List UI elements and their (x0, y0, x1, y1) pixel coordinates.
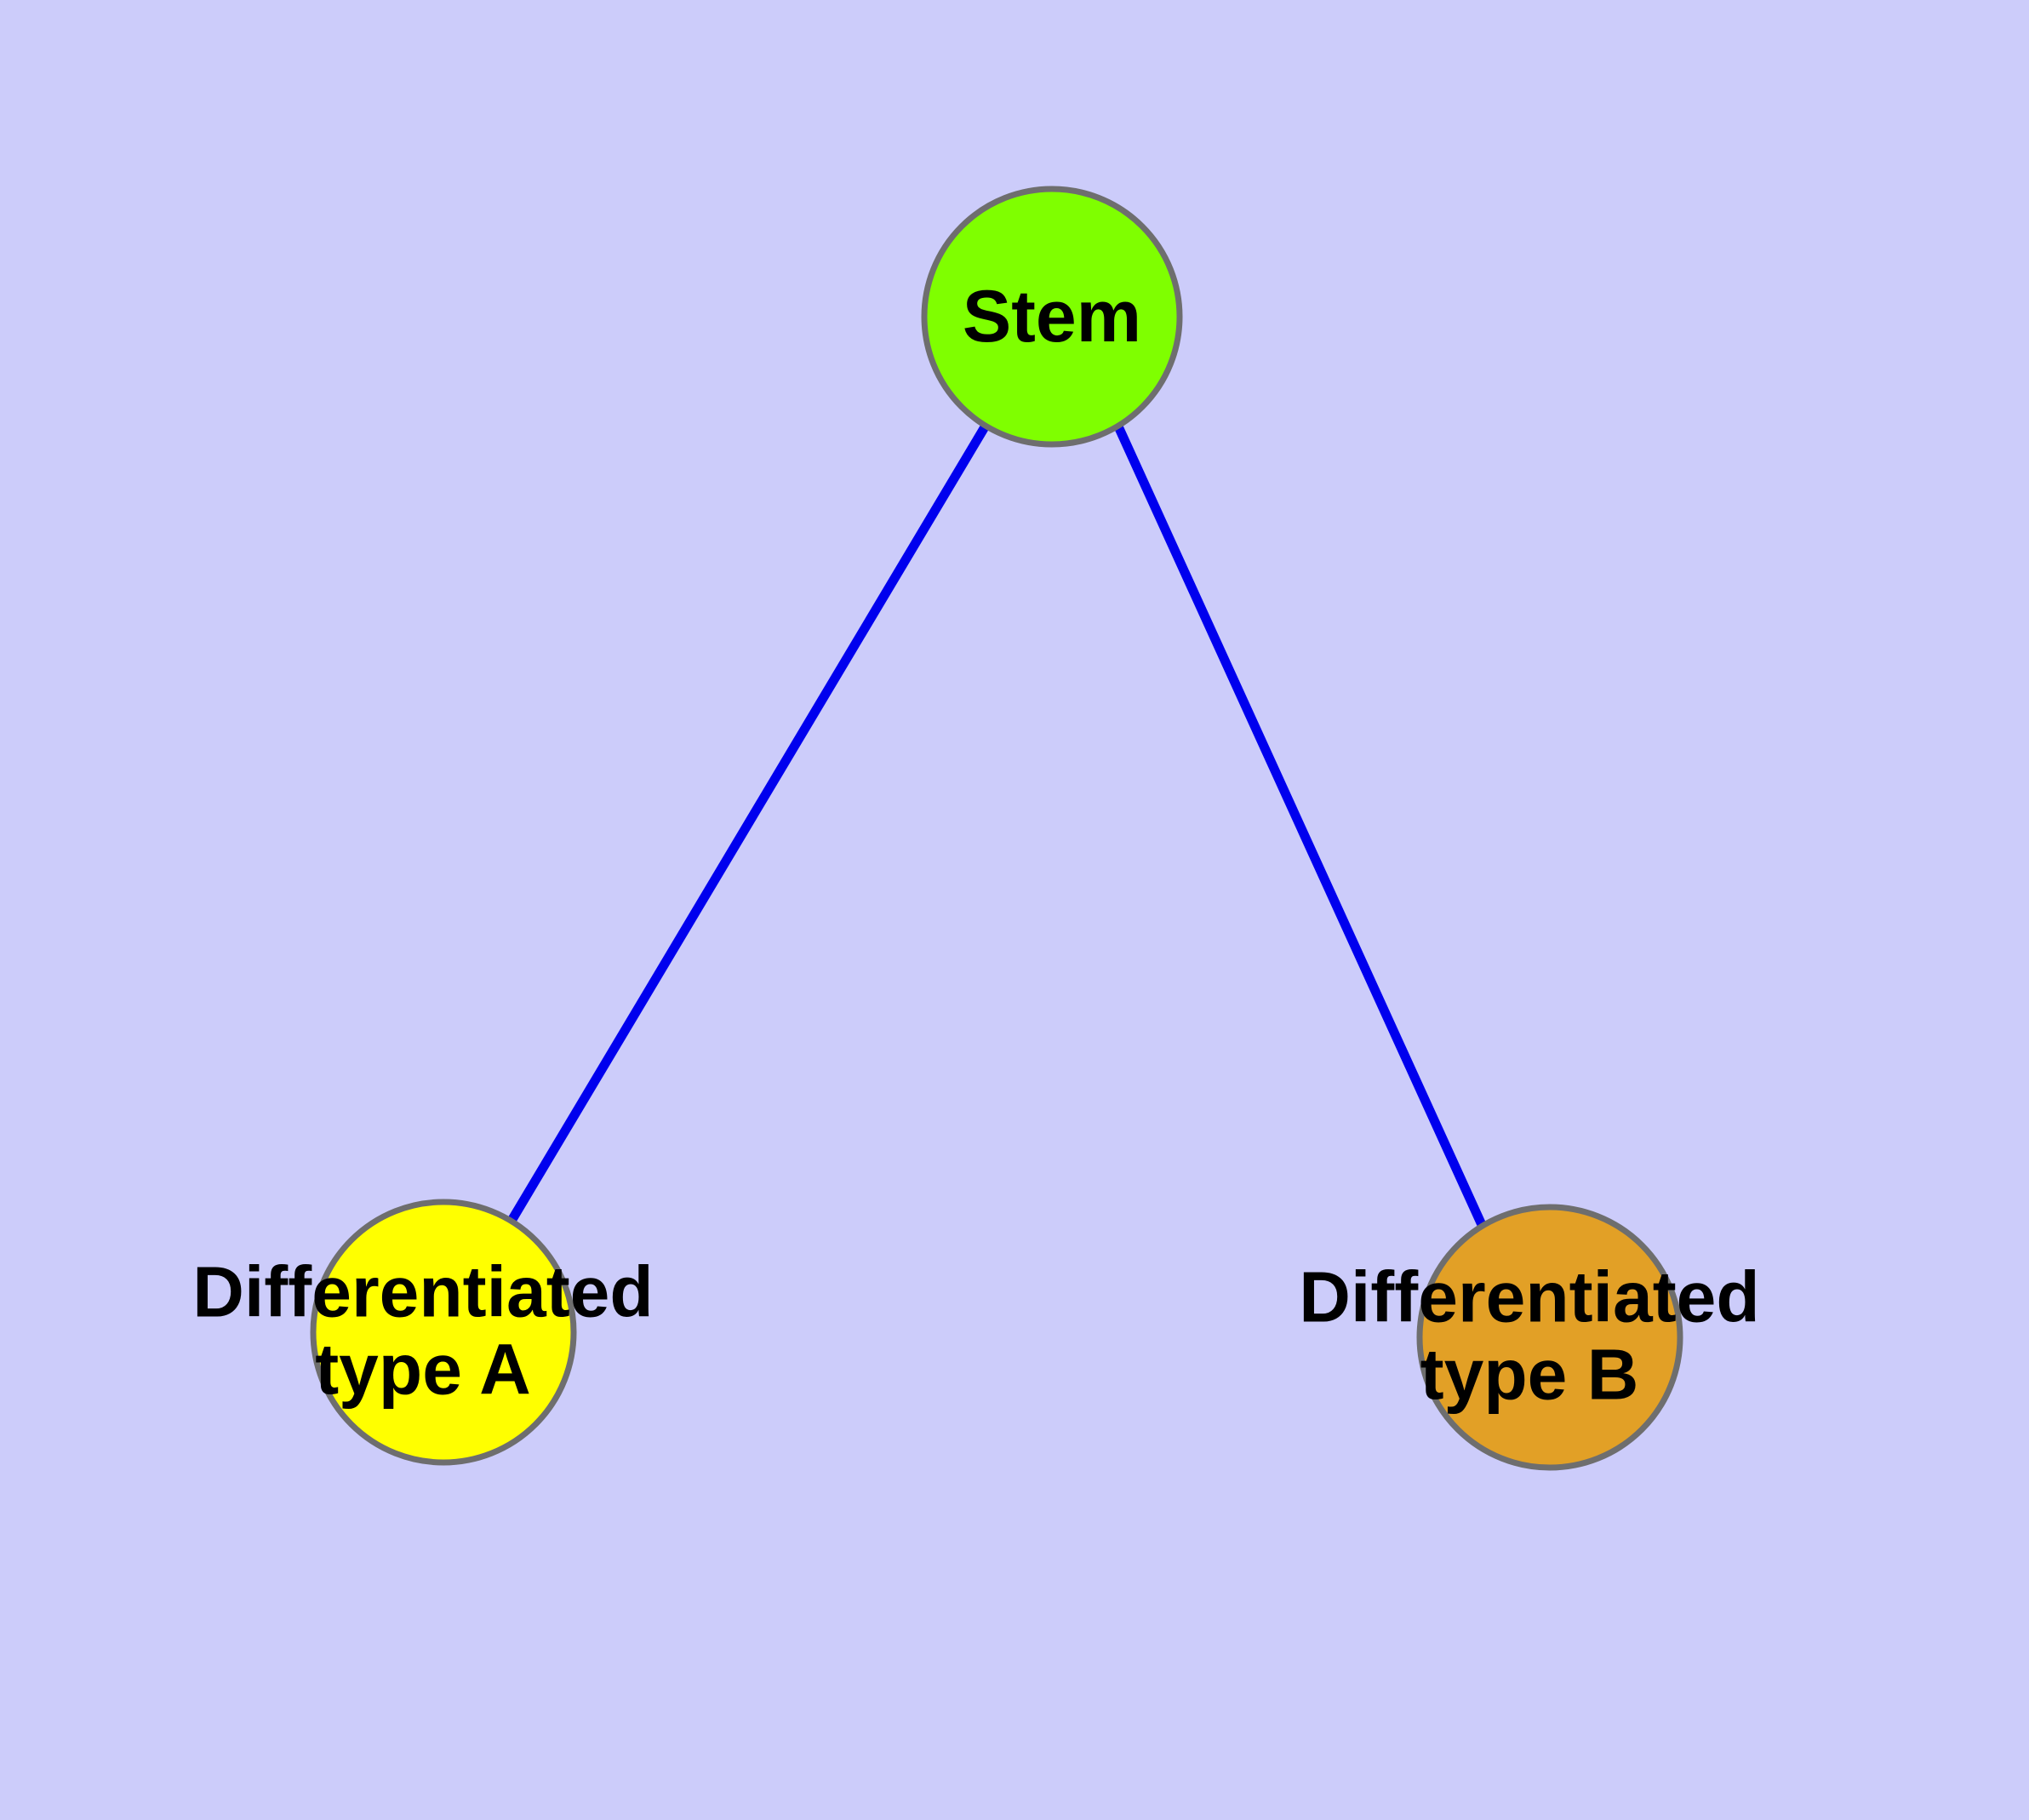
node-label-stem: Stem (963, 276, 1141, 358)
graph-node-stem[interactable] (921, 186, 1183, 448)
graph-node-diff-a[interactable] (310, 1199, 577, 1466)
graph-edge-stem-to-diff-b[interactable] (1113, 424, 1488, 1229)
graph-edge-stem-to-diff-a[interactable] (507, 423, 990, 1223)
node-label-line: Differentiated (1299, 1257, 1759, 1337)
node-label-line: Differentiated (192, 1252, 653, 1332)
node-label-line: type B (1420, 1335, 1639, 1415)
nodes-layer (310, 186, 1683, 1471)
node-label-line: Stem (963, 276, 1141, 358)
node-label-line: type A (315, 1330, 531, 1410)
edges-layer (507, 423, 1488, 1229)
graph-node-diff-b[interactable] (1416, 1204, 1683, 1471)
